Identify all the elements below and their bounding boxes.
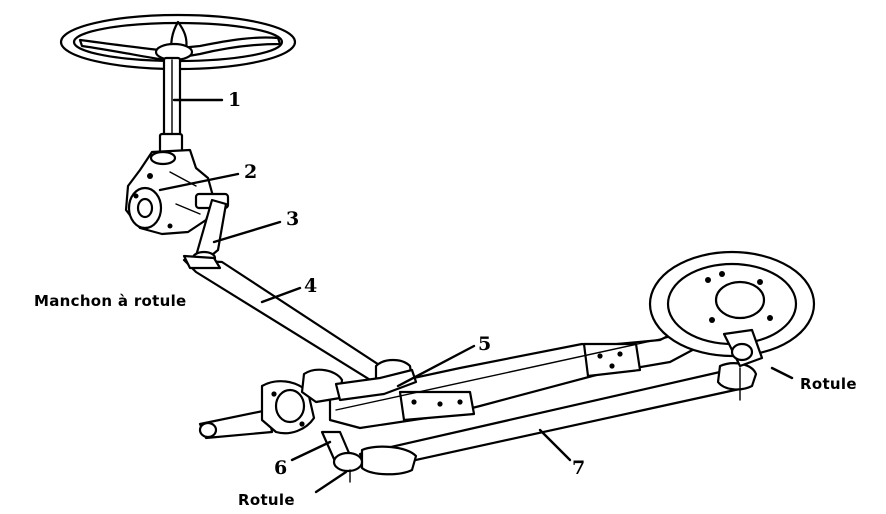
front-axle-beam — [328, 308, 734, 430]
leader-7 — [538, 428, 572, 462]
leader-lines — [158, 98, 794, 494]
label-rotule-bottom: Rotule — [238, 491, 295, 509]
label-2: 2 — [244, 161, 257, 183]
steering-column — [158, 56, 184, 158]
steering-wheel — [59, 13, 297, 71]
steering-arm — [334, 368, 418, 402]
left-knuckle — [198, 368, 344, 440]
right-wheel-hub — [648, 250, 816, 401]
label-manchon-a-rotule: Manchon à rotule — [34, 292, 187, 310]
leader-5 — [396, 344, 476, 388]
leader-4 — [260, 286, 302, 304]
leader-2 — [158, 172, 240, 192]
label-1: 1 — [228, 89, 241, 111]
drag-link — [182, 254, 414, 389]
label-3: 3 — [286, 208, 299, 230]
label-6: 6 — [274, 457, 287, 479]
label-4: 4 — [304, 275, 317, 297]
label-rotule-right: Rotule — [800, 375, 857, 393]
leader-rotule-bottom — [314, 470, 348, 494]
steering-box — [124, 148, 230, 236]
leader-3 — [212, 220, 282, 244]
tie-rod — [320, 362, 758, 483]
label-5: 5 — [478, 333, 491, 355]
leader-6 — [290, 440, 332, 462]
label-7: 7 — [572, 457, 585, 479]
leader-rotule-right — [770, 366, 794, 380]
